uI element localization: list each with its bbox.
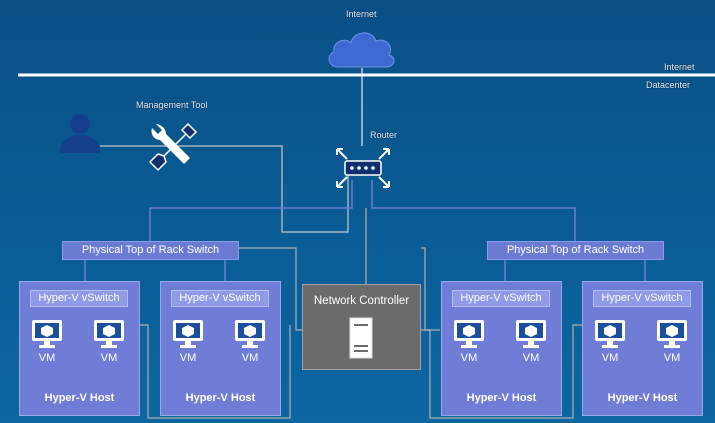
vm-label: VM <box>522 352 540 364</box>
user-icon <box>58 112 102 159</box>
host-label: Hyper-V Host <box>466 392 537 404</box>
hyperv-host-2: Hyper-V vSwitch VM VM Hyper-V Host <box>160 281 281 416</box>
internet-side-label: Internet <box>664 62 695 72</box>
management-tool-label: Management Tool <box>136 100 208 110</box>
vm-1: VM <box>452 318 486 364</box>
router-left-tor-link <box>149 180 353 242</box>
host-label: Hyper-V Host <box>44 392 115 404</box>
vm-label: VM <box>663 352 681 364</box>
vm-label: VM <box>100 352 118 364</box>
hyperv-host-4: Hyper-V vSwitch VM VM Hyper-V Host <box>582 281 703 416</box>
hyperv-host-3: Hyper-V vSwitch VM VM Hyper-V Host <box>441 281 562 416</box>
vm-monitor-icon <box>94 320 124 348</box>
vm-2: VM <box>233 318 267 364</box>
vm-monitor-icon <box>454 320 484 348</box>
tor-switch-right: Physical Top of Rack Switch <box>487 241 664 260</box>
vswitch-label: Hyper-V vSwitch <box>30 290 128 307</box>
wrench-screwdriver-icon <box>148 120 200 177</box>
router-right-tor-link <box>371 180 576 242</box>
vm-monitor-icon <box>235 320 265 348</box>
network-controller: Network Controller <box>302 284 421 370</box>
vm-monitor-icon <box>173 320 203 348</box>
vm-monitor-icon <box>516 320 546 348</box>
vswitch-label: Hyper-V vSwitch <box>171 290 269 307</box>
vm-label: VM <box>601 352 619 364</box>
router-icon <box>333 145 393 196</box>
cloud-icon <box>324 25 398 74</box>
vm-label: VM <box>179 352 197 364</box>
vm-1: VM <box>593 318 627 364</box>
mgmt-router-link <box>100 145 349 233</box>
datacenter-side-label: Datacenter <box>646 80 691 90</box>
vswitch-label: Hyper-V vSwitch <box>593 290 691 307</box>
vm-monitor-icon <box>657 320 687 348</box>
host-label: Hyper-V Host <box>607 392 678 404</box>
internet-cloud-label: Internet <box>346 9 377 19</box>
vm-monitor-icon <box>595 320 625 348</box>
vm-monitor-icon <box>32 320 62 348</box>
tor-switch-left: Physical Top of Rack Switch <box>62 241 239 260</box>
vm-label: VM <box>460 352 478 364</box>
hyperv-host-1: Hyper-V vSwitch VM VM Hyper-V Host <box>19 281 140 416</box>
vm-label: VM <box>241 352 259 364</box>
vm-2: VM <box>655 318 689 364</box>
router-label: Router <box>370 130 398 140</box>
vm-2: VM <box>92 318 126 364</box>
vswitch-label: Hyper-V vSwitch <box>452 290 550 307</box>
vm-1: VM <box>30 318 64 364</box>
server-icon <box>349 317 373 364</box>
vm-label: VM <box>38 352 56 364</box>
vm-2: VM <box>514 318 548 364</box>
network-controller-label: Network Controller <box>313 295 410 307</box>
host-label: Hyper-V Host <box>185 392 256 404</box>
vm-1: VM <box>171 318 205 364</box>
